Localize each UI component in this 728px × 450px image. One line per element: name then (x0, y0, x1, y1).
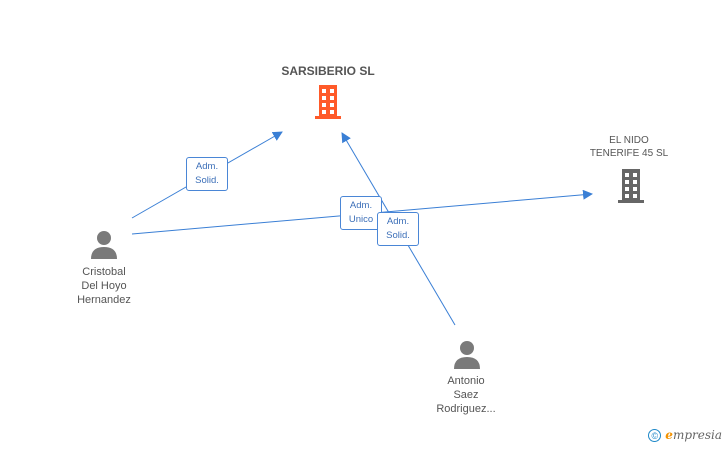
relation-role: Adm. (349, 200, 373, 211)
person-name-line2: Del Hoyo (81, 280, 127, 292)
relation-role: Adm. (386, 216, 410, 227)
person-name-line3: Hernandez (77, 294, 131, 306)
company-name-el-nido[interactable]: EL NIDO TENERIFE 45 SL (574, 134, 684, 160)
person-icon-antonio[interactable] (453, 340, 481, 370)
relation-badge-cristobal-sarsiberio[interactable]: Adm. Solid. (186, 157, 228, 191)
person-name-line1: Cristobal (82, 266, 126, 278)
brand-logo-e: e (665, 428, 673, 442)
building-icon-el-nido[interactable] (615, 168, 647, 204)
company-name-line2: TENERIFE 45 SL (589, 148, 669, 159)
relation-role: Adm. (195, 161, 219, 172)
relation-badge-antonio-sarsiberio[interactable]: Adm. Solid. (377, 212, 419, 246)
relation-badge-cristobal-el-nido[interactable]: Adm. Unico (340, 196, 382, 230)
company-name-line1: EL NIDO (609, 135, 649, 146)
brand-logo[interactable]: empresia (665, 428, 722, 442)
person-name-line3: Rodriguez... (436, 403, 496, 415)
brand-footer: © empresia (648, 428, 722, 442)
relation-type: Solid. (386, 230, 410, 241)
person-name-line2: Saez (453, 389, 479, 401)
copyright-icon: © (648, 428, 662, 442)
company-name-sarsiberio[interactable]: SARSIBERIO SL (281, 64, 375, 78)
relation-type: Solid. (195, 175, 219, 186)
building-icon-sarsiberio[interactable] (312, 84, 344, 120)
person-name-line1: Antonio (447, 375, 485, 387)
relation-type: Unico (348, 214, 374, 225)
brand-logo-text: mpresia (672, 428, 722, 442)
person-name-antonio[interactable]: Antonio Saez Rodriguez... (416, 374, 516, 416)
person-name-cristobal[interactable]: Cristobal Del Hoyo Hernandez (54, 265, 154, 307)
person-icon-cristobal[interactable] (90, 230, 118, 260)
